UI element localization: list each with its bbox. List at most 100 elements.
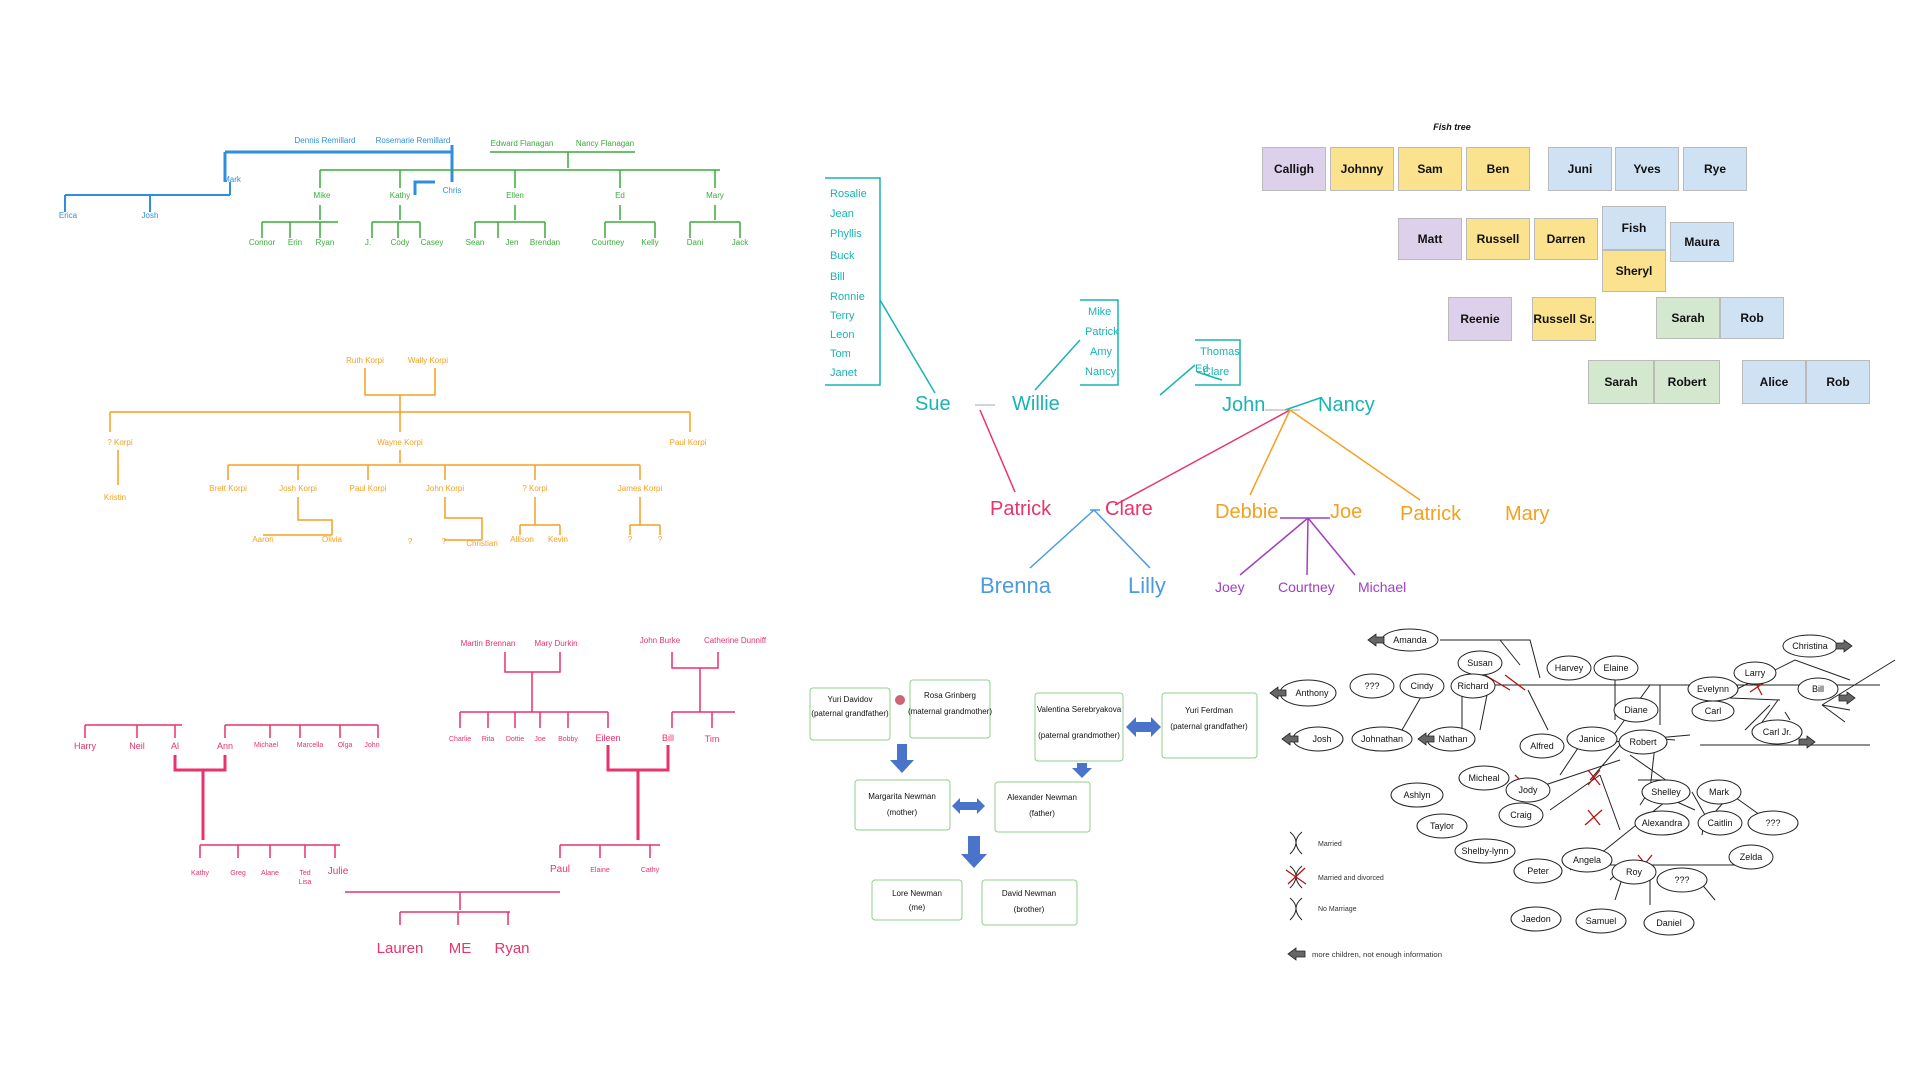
tree1-connor: Connor bbox=[249, 238, 276, 247]
geno-node-bill bbox=[1797, 677, 1839, 701]
newman-yuri-f: Yuri Ferdman bbox=[1185, 706, 1233, 715]
geno-node-roy bbox=[1611, 859, 1657, 885]
geno-node-cindy bbox=[1399, 673, 1445, 699]
center-patrick: Patrick bbox=[990, 498, 1052, 520]
tree2-kristin: Kristin bbox=[104, 493, 126, 502]
center-brenna: Brenna bbox=[980, 573, 1052, 598]
tree3-bill: Bill bbox=[662, 733, 674, 743]
tree3-john: John Burke bbox=[640, 636, 681, 645]
genogram-legend: Married Married and divorced No Marriage… bbox=[1285, 831, 1442, 959]
geno-node-jody bbox=[1505, 777, 1551, 803]
fish-node-ben: Ben bbox=[1466, 147, 1530, 191]
geno-daniel: Daniel bbox=[1656, 918, 1682, 928]
geno-taylor: Taylor bbox=[1430, 821, 1454, 831]
tree3-lauren: Lauren bbox=[377, 940, 424, 957]
tree3-al: Al bbox=[171, 741, 179, 751]
blue-green-family-tree: Dennis Remillard Rosemarie Remillard Mar… bbox=[59, 136, 749, 247]
geno-more-arrow-4 bbox=[1417, 732, 1435, 746]
geno-node-samuel bbox=[1575, 908, 1627, 934]
newman-valentina: Valentina Serebryakova bbox=[1037, 705, 1122, 714]
fish-node-alice: Alice bbox=[1742, 360, 1806, 404]
newman-yuri-d: Yuri Davidov bbox=[828, 695, 873, 704]
geno-jaedon: Jaedon bbox=[1521, 914, 1551, 924]
geno-node-qqq2 bbox=[1747, 810, 1799, 836]
geno-susan: Susan bbox=[1467, 658, 1493, 668]
fish-node-rob: Rob bbox=[1720, 297, 1784, 339]
geno-more-arrow-3 bbox=[1281, 732, 1299, 746]
tree1-ellen: Ellen bbox=[506, 191, 524, 200]
geno-more-arrow-7 bbox=[1798, 735, 1816, 749]
geno-bill: Bill bbox=[1812, 684, 1824, 694]
tree3-eileen: Eileen bbox=[595, 733, 620, 743]
newman-alexander: Alexander Newman bbox=[1007, 793, 1077, 802]
center-patrick-list: Patrick bbox=[1085, 326, 1119, 338]
geno-node-diane bbox=[1613, 697, 1659, 723]
tree1-brendan: Brendan bbox=[530, 238, 560, 247]
tree1-rosemarie: Rosemarie Remillard bbox=[376, 136, 451, 145]
geno-node-shelbylynn bbox=[1454, 838, 1516, 864]
tree2-james: James Korpi bbox=[618, 484, 663, 493]
geno-more-arrow-6 bbox=[1838, 691, 1856, 705]
center-leon: Leon bbox=[830, 329, 854, 341]
tree2-paul: Paul Korpi bbox=[670, 438, 707, 447]
geno-node-jaedon bbox=[1510, 906, 1562, 932]
tree2-christian: Christian bbox=[466, 539, 498, 548]
tree3-olga: Olga bbox=[338, 742, 353, 749]
geno-node-daniel bbox=[1643, 910, 1695, 936]
center-ronnie: Ronnie bbox=[830, 291, 865, 303]
center-buck: Buck bbox=[830, 250, 855, 262]
tree2-brett: Brett Korpi bbox=[209, 484, 247, 493]
tree2-josh: Josh Korpi bbox=[279, 484, 317, 493]
tree3-tim: Tim bbox=[705, 734, 720, 744]
newman-marriage-marker bbox=[895, 695, 905, 705]
geno-node-ashlyn bbox=[1390, 782, 1444, 808]
legend-no-marriage: No Marriage bbox=[1318, 906, 1357, 913]
tree2-paul2: Paul Korpi bbox=[350, 484, 387, 493]
tree3-ryan: Ryan bbox=[494, 940, 529, 957]
newman-arrow-down-1 bbox=[890, 744, 914, 773]
newman-arrow-double-2 bbox=[952, 798, 985, 814]
tree1-ryan: Ryan bbox=[316, 238, 335, 247]
center-nancy-list: Nancy bbox=[1085, 366, 1117, 378]
geno-qqq3: ??? bbox=[1674, 875, 1689, 885]
tree3-cathy: Cathy bbox=[641, 867, 660, 874]
geno-node-janice bbox=[1566, 726, 1618, 752]
center-phyllis: Phyllis bbox=[830, 228, 862, 240]
center-nancy: Nancy bbox=[1318, 394, 1375, 416]
fish-node-russell-sr: Russell Sr. bbox=[1532, 297, 1596, 341]
tree1-erin: Erin bbox=[288, 238, 302, 247]
geno-node-craig bbox=[1498, 802, 1544, 828]
geno-node-johnathan bbox=[1351, 726, 1413, 752]
tree3-john2: John bbox=[364, 742, 379, 749]
center-family-tree: Rosalie Jean Phyllis Buck Bill Ronnie Te… bbox=[825, 177, 1549, 598]
fish-node-sheryl: Sheryl bbox=[1602, 250, 1666, 292]
fish-node-fish: Fish bbox=[1602, 206, 1666, 250]
tree2-olivia: Olivia bbox=[322, 535, 343, 544]
newman-box-yuri-f bbox=[1161, 692, 1258, 759]
geno-amanda: Amanda bbox=[1393, 635, 1427, 645]
tree1-casey: Casey bbox=[421, 238, 444, 247]
tree1-cody: Cody bbox=[391, 238, 410, 247]
tree3-alane: Alane bbox=[261, 870, 279, 877]
center-john: John bbox=[1222, 394, 1265, 416]
center-lilly: Lilly bbox=[1128, 573, 1166, 598]
legend-divorced: Married and divorced bbox=[1318, 875, 1384, 882]
geno-shelley: Shelley bbox=[1651, 787, 1681, 797]
geno-jody: Jody bbox=[1518, 785, 1538, 795]
geno-node-carl bbox=[1691, 700, 1735, 722]
center-mike: Mike bbox=[1088, 306, 1111, 318]
tree3-ann: Ann bbox=[217, 741, 233, 751]
tree1-kelly: Kelly bbox=[641, 238, 658, 247]
tree1-mary: Mary bbox=[706, 191, 724, 200]
geno-node-shelley bbox=[1641, 779, 1691, 805]
tree2-wally: Wally Korpi bbox=[408, 356, 448, 365]
geno-diane: Diane bbox=[1624, 705, 1648, 715]
geno-mark: Mark bbox=[1709, 787, 1729, 797]
newman-rosa-role: (maternal grandmother) bbox=[908, 707, 992, 716]
geno-node-alexandra bbox=[1634, 810, 1690, 836]
tree3-bobby: Bobby bbox=[558, 736, 578, 743]
tree3-dottie: Dottie bbox=[506, 736, 524, 743]
geno-shelbylynn: Shelby-lynn bbox=[1461, 846, 1508, 856]
tree3-kathy: Kathy bbox=[191, 870, 209, 877]
magenta-family-tree: Martin Brennan Mary Durkin John Burke Ca… bbox=[74, 636, 767, 957]
